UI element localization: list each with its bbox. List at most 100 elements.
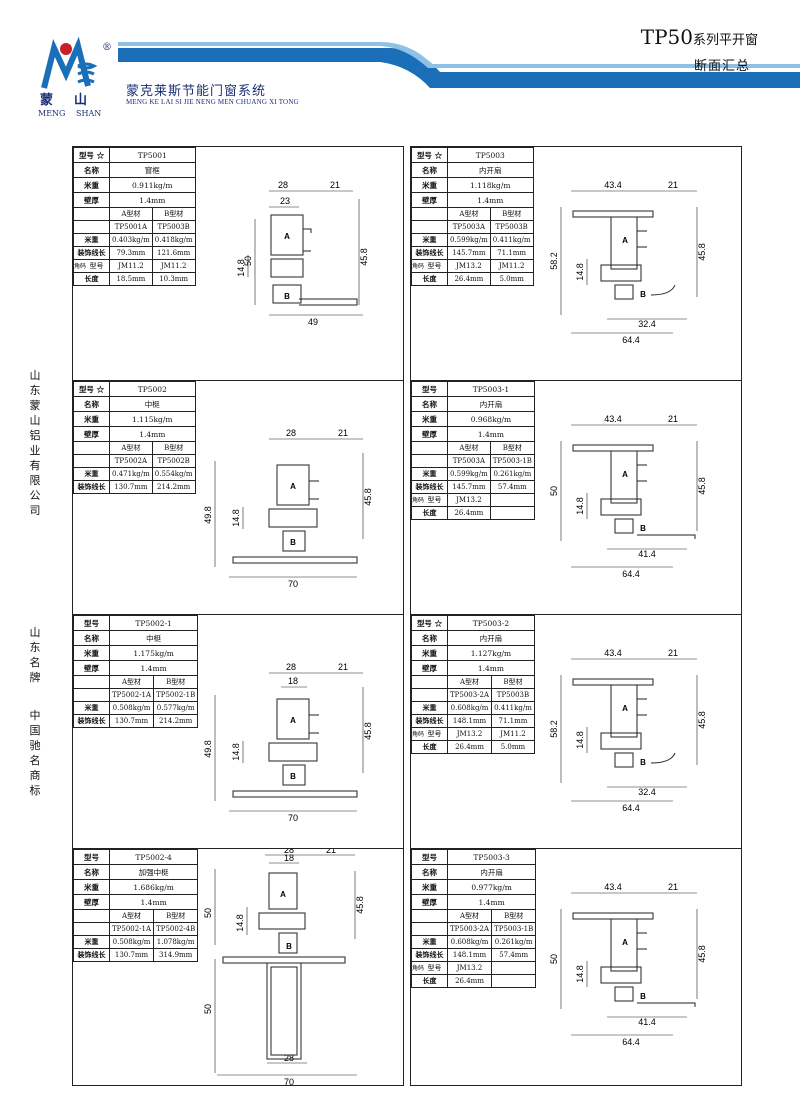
dimension-label: 64.4	[622, 569, 640, 579]
dimension-label: 45.8	[697, 945, 707, 963]
company-name-cn: 蒙克莱斯节能门窗系统	[126, 84, 267, 99]
spec-cell: 长度	[411, 974, 448, 988]
spec-cell: 角码型号	[411, 493, 448, 507]
spec-cell: 长度	[73, 272, 110, 286]
profile-part-label: A	[622, 470, 628, 479]
profile-part-label: B	[284, 292, 290, 301]
dimension-label: 32.4	[638, 787, 656, 797]
spec-cell: 10.3mm	[151, 272, 196, 286]
dimension-label: 14.8	[231, 743, 241, 761]
dimension-label: 45.8	[363, 722, 373, 740]
dimension-label: 45.8	[697, 711, 707, 729]
dimension-label: 28	[284, 1053, 294, 1063]
spec-cell: 装饰线长	[73, 714, 110, 728]
dimension-label: 43.4	[604, 414, 622, 424]
side-slogan-2: 中国驰名商标	[29, 709, 41, 797]
dimension-label: 64.4	[622, 335, 640, 345]
mengshan-logo: 蒙 山 MENG SHAN ®	[38, 36, 122, 120]
spec-cell: 130.7mm	[108, 948, 155, 962]
dimension-label: 45.8	[697, 243, 707, 261]
dimension-label: 45.8	[363, 488, 373, 506]
dimension-label: 18	[284, 853, 294, 863]
spec-cell: 米重	[411, 233, 448, 247]
dimension-label: 21	[668, 648, 678, 658]
dimension-label: 32.4	[638, 319, 656, 329]
profile-part-label: A	[622, 236, 628, 245]
dimension-label: 23	[280, 196, 290, 206]
dimension-label: 43.4	[604, 648, 622, 658]
profile-part-label: B	[286, 942, 292, 951]
spec-cell: B型材	[153, 909, 199, 923]
spec-cell: 26.4mm	[447, 272, 491, 286]
dimension-label: 64.4	[622, 1037, 640, 1047]
spec-cell: 214.2mm	[153, 714, 199, 728]
dimension-label: 49.8	[203, 740, 213, 758]
dimension-label: 50	[549, 486, 559, 496]
dimension-label: 14.8	[231, 509, 241, 527]
header-swoosh	[118, 42, 800, 88]
spec-cell: 26.4mm	[447, 506, 491, 520]
dimension-label: 64.4	[622, 803, 640, 813]
dimension-label: 14.8	[575, 965, 585, 983]
spec-cell	[489, 506, 535, 520]
side-company-name: 山东蒙山铝业有限公司	[29, 369, 41, 517]
dimension-label: 28	[278, 180, 288, 190]
dimension-label: 50	[203, 1004, 213, 1014]
spec-cell	[491, 974, 537, 988]
model-label: 型号 ☆	[73, 381, 110, 397]
spec-cell: 长度	[411, 740, 448, 754]
dimension-label: 14.8	[575, 263, 585, 281]
spec-cell: TP5002-4	[108, 849, 199, 865]
dimension-label: 14.8	[575, 731, 585, 749]
series-code: TP50	[640, 25, 693, 49]
spec-cell: 角码型号	[73, 259, 110, 273]
dimension-label: 21	[668, 180, 678, 190]
dimension-label: 45.8	[355, 896, 365, 914]
dimension-label: 21	[338, 428, 348, 438]
page-header: 蒙 山 MENG SHAN ® 蒙克莱斯节能门窗系统 MENG KE LAI S…	[0, 0, 800, 130]
registered-mark: ®	[102, 42, 112, 53]
spec-cell: JM11.2	[151, 259, 196, 273]
company-name-en: MENG KE LAI SI JIE NENG MEN CHUANG XI TO…	[126, 98, 299, 106]
dimension-label: 21	[338, 662, 348, 672]
spec-cell: 米重	[73, 233, 110, 247]
dimension-label: 28	[286, 428, 296, 438]
logo-en-right: SHAN	[76, 109, 101, 118]
profile-part-label: B	[290, 538, 296, 547]
dimension-label: 70	[288, 579, 298, 589]
spec-cell: 26.4mm	[446, 740, 493, 754]
dimension-label: 14.8	[235, 914, 245, 932]
dimension-label: 18	[288, 676, 298, 686]
dimension-label: 21	[668, 414, 678, 424]
dimension-label: 21	[330, 180, 340, 190]
profile-part-label: B	[640, 758, 646, 767]
profile-part-label: B	[640, 290, 646, 299]
spec-cell: 314.9mm	[153, 948, 199, 962]
profile-part-label: A	[290, 482, 296, 491]
dimension-label: 14.8	[575, 497, 585, 515]
profile-part-label: A	[622, 704, 628, 713]
profile-part-label: A	[284, 232, 290, 241]
dimension-label: 28	[286, 662, 296, 672]
dimension-label: 21	[668, 882, 678, 892]
profile-part-label: A	[290, 716, 296, 725]
dimension-label: 43.4	[604, 180, 622, 190]
side-slogan-1: 山东名牌	[29, 626, 41, 684]
profile-part-label: A	[622, 938, 628, 947]
dimension-label: 70	[284, 1077, 294, 1085]
dimension-label: 50	[203, 908, 213, 918]
profile-part-label: B	[290, 772, 296, 781]
